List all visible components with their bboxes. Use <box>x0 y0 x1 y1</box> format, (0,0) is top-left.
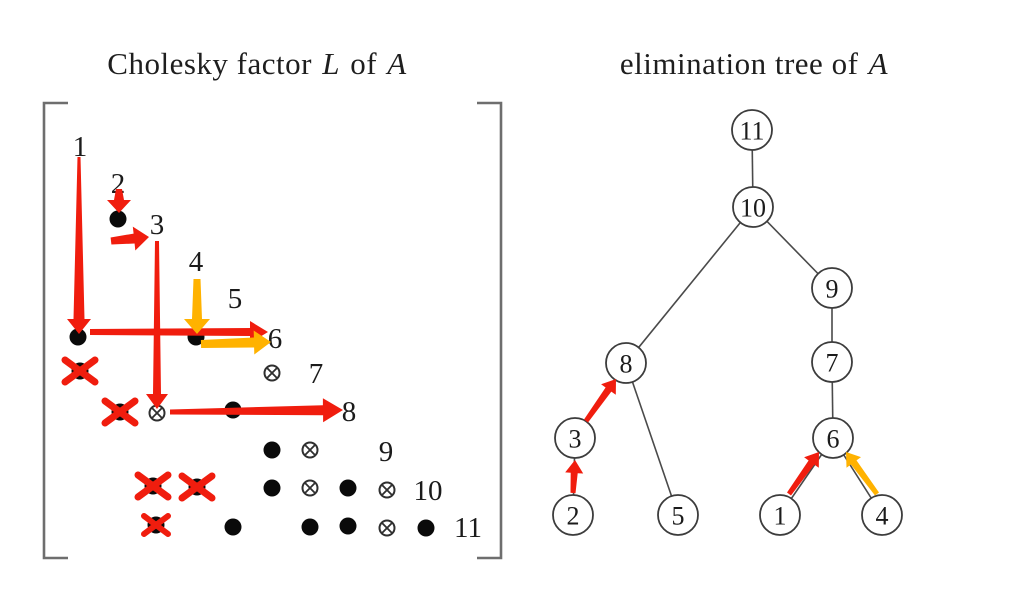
matrix-diagonal-label-10: 10 <box>414 475 443 507</box>
x-mark-r10c3 <box>134 471 172 501</box>
arrow-col4-down-yellow <box>184 279 210 334</box>
tree-node-9 <box>811 267 853 309</box>
matrix-diagonal-label-5: 5 <box>228 283 243 315</box>
tree-edge-10-8 <box>625 206 754 364</box>
tree-arrow-4-to-6 <box>846 452 879 496</box>
arrow-row6-right-yellow <box>200 330 271 355</box>
arrow-dot32-to-3 <box>110 226 149 251</box>
matrix-bracket-left <box>42 101 68 560</box>
tree-arrow-1-to-6 <box>787 452 819 496</box>
x-mark-r7c1 <box>61 356 99 386</box>
tree-node-label-4: 4 <box>876 502 889 531</box>
matrix-diagonal-label-3: 3 <box>150 209 165 241</box>
tree-arrow-3-to-8 <box>584 379 616 423</box>
tree-node-7 <box>811 341 853 383</box>
matrix-diagonal-label-4: 4 <box>189 246 204 278</box>
tree-node-label-1: 1 <box>774 502 787 531</box>
matrix-entry-dot-r11c8 <box>339 517 357 535</box>
matrix-fillin-cross-r8c3 <box>151 407 163 419</box>
arrow-col3-down <box>146 241 168 409</box>
matrix-entry-dot-r11c5 <box>224 518 242 536</box>
left-panel-title: Cholesky factor L of A <box>107 46 408 82</box>
tree-node-label-5: 5 <box>672 502 685 531</box>
right-title-text: elimination tree of <box>619 46 867 81</box>
tree-node-label-10: 10 <box>740 194 766 223</box>
matrix-entry-dot-r3c2 <box>109 210 127 228</box>
matrix-bracket-right <box>477 101 503 560</box>
left-title-math-A: A <box>387 46 407 81</box>
tree-node-10 <box>732 186 774 228</box>
matrix-entry-dot-r10c6 <box>263 479 281 497</box>
matrix-fillin-cross-r11c9 <box>381 522 393 534</box>
arrow-col2-down <box>107 189 131 213</box>
tree-node-label-7: 7 <box>826 349 839 378</box>
left-title-text: Cholesky factor <box>107 46 321 81</box>
tree-node-label-3: 3 <box>569 425 582 454</box>
right-panel-title: elimination tree of A <box>620 46 890 82</box>
matrix-diagonal-label-6: 6 <box>268 323 283 355</box>
tree-node-4 <box>861 494 903 536</box>
tree-node-5 <box>657 494 699 536</box>
arrow-row6-right <box>90 321 268 343</box>
matrix-entry-dot-r10c8 <box>339 479 357 497</box>
tree-node-2 <box>552 494 594 536</box>
matrix-diagonal-label-9: 9 <box>379 436 394 468</box>
x-mark-r8c2 <box>101 397 139 427</box>
left-title-math-L: L <box>322 46 340 81</box>
matrix-fillin-cross-r7c6 <box>266 367 278 379</box>
tree-node-8 <box>605 342 647 384</box>
tree-node-11 <box>731 109 773 151</box>
matrix-diagonal-label-11: 11 <box>454 512 482 544</box>
left-title-text-2: of <box>341 46 386 81</box>
tree-node-1 <box>759 494 801 536</box>
matrix-diagonal-label-1: 1 <box>73 131 88 163</box>
matrix-fillin-cross-r10c9 <box>381 484 393 496</box>
tree-node-label-9: 9 <box>826 275 839 304</box>
matrix-entry-dot-r11c7 <box>301 518 319 536</box>
matrix-fillin-cross-r10c7 <box>304 482 316 494</box>
arrow-row8-right <box>170 398 343 423</box>
arrow-col1-down <box>67 157 91 334</box>
tree-node-label-2: 2 <box>567 502 580 531</box>
tree-arrow-2-to-3 <box>565 460 584 494</box>
tree-node-3 <box>554 417 596 459</box>
tree-node-label-8: 8 <box>620 350 633 379</box>
matrix-entry-dot-r11c10 <box>417 519 435 537</box>
x-mark-r10c4 <box>178 472 216 502</box>
matrix-entry-dot-r6c1 <box>69 328 87 346</box>
matrix-diagonal-label-8: 8 <box>342 396 357 428</box>
tree-node-label-11: 11 <box>739 117 764 146</box>
tree-node-6 <box>812 417 854 459</box>
tree-edge-8-5 <box>625 362 679 516</box>
right-title-math-A: A <box>868 46 889 81</box>
matrix-diagonal-label-7: 7 <box>309 358 324 390</box>
matrix-fillin-cross-r9c7 <box>304 444 316 456</box>
x-mark-r11c3 <box>141 513 171 537</box>
tree-node-label-6: 6 <box>827 425 840 454</box>
matrix-entry-dot-r9c6 <box>263 441 281 459</box>
